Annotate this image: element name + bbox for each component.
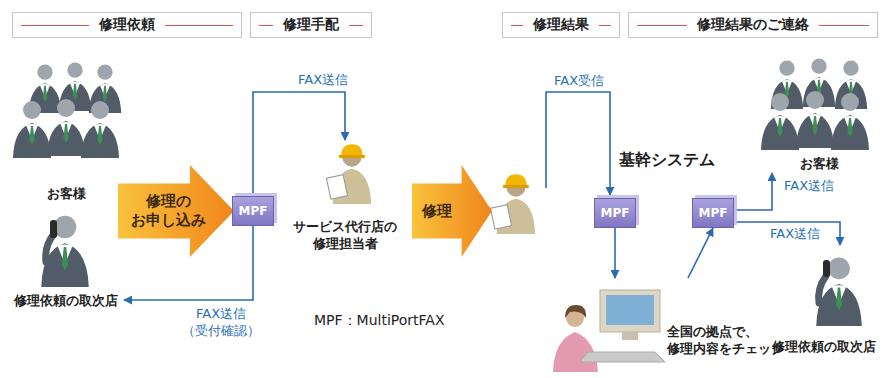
fax-connector	[734, 173, 772, 210]
fax-connector	[688, 228, 713, 278]
phase-title: 修理結果	[533, 16, 589, 34]
figure-caption: 修理依頼の取次店	[14, 292, 118, 310]
monitor-frame	[600, 290, 660, 332]
header-rule	[165, 25, 233, 26]
arrow-text: 修理の お申し込み	[131, 192, 206, 231]
mpf-box: MPF	[232, 196, 274, 226]
customer-group: お客様	[10, 52, 122, 203]
customer-icon	[13, 101, 51, 158]
operator-figure: 全国の拠点で、 修理内容をチェック	[545, 278, 795, 374]
fax-label: FAX送信	[782, 178, 836, 195]
header-rule	[21, 25, 89, 26]
fax-label: FAX送信	[296, 72, 350, 89]
phone-handset	[823, 260, 830, 277]
fax-connector	[253, 92, 345, 196]
arrow-body	[118, 165, 234, 257]
header-rule	[819, 25, 869, 26]
legend-note: MPF：MultiPortFAX	[312, 312, 446, 330]
customer-icon	[796, 91, 834, 148]
circle-title: 基幹システム	[619, 150, 715, 171]
circle-body	[583, 91, 751, 247]
flow-arrow: 修理	[412, 165, 492, 257]
arrow-text: 修理	[422, 202, 452, 221]
phase-header: 修理結果	[502, 12, 620, 38]
arrow-body	[412, 165, 492, 257]
keyboard	[580, 352, 665, 362]
mpf-box: MPF	[692, 198, 734, 228]
phase-header: 修理依頼	[12, 12, 242, 38]
header-rule	[259, 25, 273, 26]
figure-caption: サービス代行店の 修理担当者	[293, 219, 397, 253]
agent-icon	[41, 216, 89, 287]
phone-handset	[50, 220, 57, 238]
flow-arrow: 修理の お申し込み	[118, 165, 234, 257]
figure-caption: 全国の拠点で、 修理内容をチェック	[667, 324, 784, 358]
phase-title: 修理依頼	[99, 16, 155, 34]
figure-caption: 修理依頼の取次店	[772, 338, 876, 356]
agent-arm	[819, 276, 826, 303]
phase-header: 修理手配	[250, 12, 372, 38]
fax-label: FAX送信 （受付確認）	[180, 306, 262, 340]
agent-arm	[46, 234, 54, 262]
customer-icon	[47, 99, 85, 156]
agent-figure: 修理依頼の取次店	[766, 245, 882, 356]
fax-label: FAX受信	[552, 72, 606, 90]
worker-icon	[490, 174, 535, 234]
mpf-box: MPF	[594, 198, 636, 228]
customer-icon	[761, 93, 799, 150]
fax-connector	[734, 222, 840, 245]
customer-group: お客様	[758, 52, 880, 173]
agent-icon	[816, 258, 862, 326]
phase-header: 修理結果のご連絡	[628, 12, 878, 38]
header-rule	[349, 25, 363, 26]
mpf-text: MPF	[601, 206, 630, 220]
agent-figure: 修理依頼の取次店	[8, 205, 124, 310]
worker-icon	[326, 144, 371, 204]
figure-caption: お客様	[47, 185, 86, 203]
customer-icon	[831, 93, 869, 150]
monitor-stand	[622, 332, 638, 340]
mpf-text: MPF	[239, 204, 268, 218]
figure-caption: お客様	[800, 155, 839, 173]
core-system-circle: 基幹システム MPF MPF	[582, 90, 752, 248]
phase-title: 修理結果のご連絡	[697, 16, 809, 34]
fax-connector	[614, 228, 616, 278]
customer-icon	[81, 101, 119, 158]
fax-label: FAX送信	[768, 226, 822, 243]
monitor-screen	[606, 295, 654, 325]
mpf-text: MPF	[699, 206, 728, 220]
header-rule	[637, 25, 687, 26]
fax-receive-line	[546, 92, 610, 195]
operator-hair	[565, 305, 586, 318]
header-rule	[599, 25, 611, 26]
worker-figure: サービス代行店の 修理担当者	[280, 140, 410, 253]
header-rule	[511, 25, 523, 26]
phase-title: 修理手配	[283, 16, 339, 34]
